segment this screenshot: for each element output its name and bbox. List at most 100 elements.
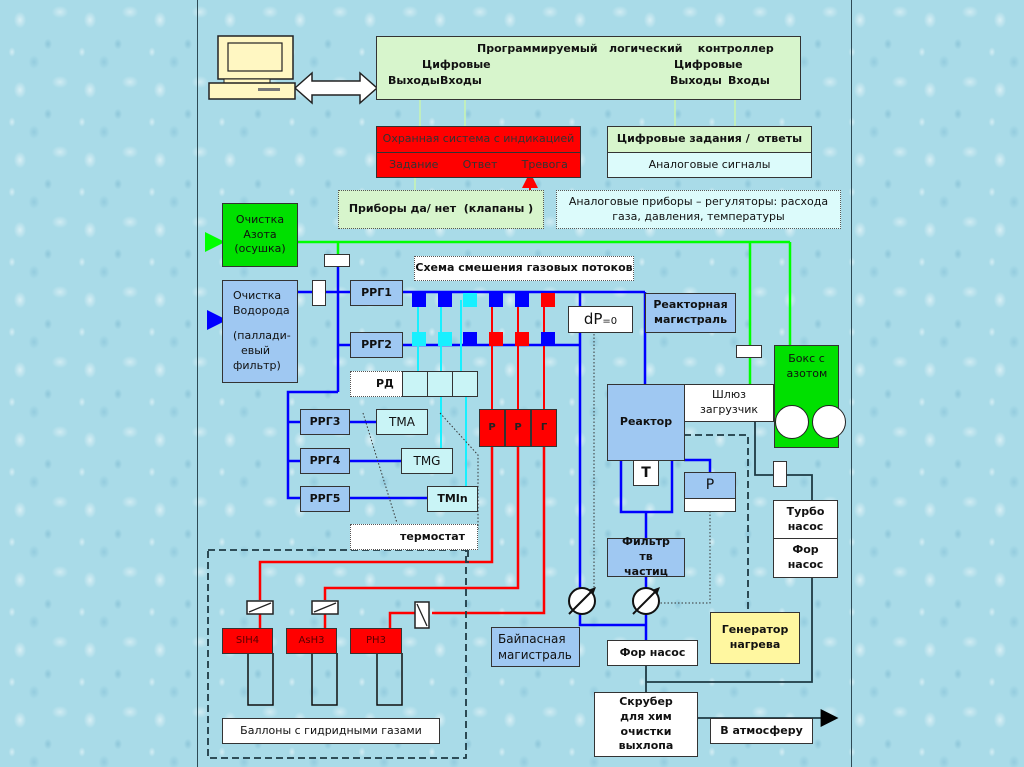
heater-box: Генератор нагрева [710,612,800,664]
plc-left-outputs: Выходы [388,74,440,87]
alarm-system-title: Охранная система с индикацией [376,126,581,153]
plc-right-inputs: Входы [728,74,770,87]
mixing-valve-red [489,332,503,346]
reactor-to-p [684,458,712,472]
hydride-regulator: Р [479,409,505,447]
temperature-box: Т [633,460,659,486]
dp-box: dP=0 [568,306,633,333]
scrubber-box: Скрубер для хим очистки выхлопа [594,692,698,757]
fore-pump-right-box: Фор насос [773,538,838,578]
hp-line1: Очистка [233,289,282,303]
glove-port-left [775,405,809,439]
pressure-regulator-label: РД [376,376,394,390]
hydride-regulator: Г [531,409,557,447]
slide-border-right [851,0,852,767]
plc-box [376,36,801,100]
glove-port-right [812,405,846,439]
rd-cell [427,371,453,397]
pressure-label: Р [705,477,715,494]
hydride-regulator: Р [505,409,531,447]
mixing-valve-cyan [463,293,477,307]
mixing-valve-red [515,332,529,346]
turbo-exhaust [646,578,813,683]
loadlock-to-pump [754,420,773,476]
cylinder-ph3: PH3 [350,628,402,654]
mixing-valve-blue [541,332,555,346]
signal-lines [414,100,736,190]
alarm-task: Задание [389,157,439,171]
mfc-rrg5: РРГ5 [300,486,350,512]
valves-devices-box: Приборы да/ нет (клапаны ) [338,190,544,229]
analog-devices-box: Аналоговые приборы – регуляторы: расхода… [556,190,841,229]
hp-line3: (паллади- [233,329,291,343]
bypass-line-box: Байпасная магистраль [491,627,580,667]
reactor-box: Реактор [607,384,685,461]
mixing-scheme-label: Схема смешения газовых потоков [414,256,634,281]
rd-cell [402,371,428,397]
atmosphere-box: В атмосферу [710,718,813,744]
mixing-valve-blue [412,293,426,307]
thermostat-box: термостат [350,524,478,550]
cylinder-cabinet [207,549,467,759]
rrg-bus-left [286,390,338,500]
hydride-lines [258,447,546,628]
loadlock-box: Шлюз загрузчик [684,384,774,422]
thermostat-label: термостат [400,529,465,543]
dp-label: dP [583,310,603,329]
analog-signals-box: Аналоговые сигналы [607,152,812,178]
mixing-valve-blue [489,293,503,307]
bubbler-tma: TMA [376,409,428,435]
bypass-pump-icon [568,587,596,615]
sih4-line [258,447,494,600]
plc-right-group: Цифровые [674,58,743,71]
pressure-lower [685,498,735,511]
plc-left-group: Цифровые [422,58,491,71]
hydrogen-purification-box: Очистка Водорода (паллади- евый фильтр) [222,280,298,383]
alarm-system-signals: Задание Ответ Тревога [376,152,581,178]
mixing-valve-red [541,293,555,307]
bubbler-tmg: TMG [401,448,453,474]
turbo-pump-box: Турбо насос [773,500,838,539]
exhaust-valve [773,461,787,487]
cylinders-caption: Баллоны с гидридными газами [222,718,440,744]
hp-line2: Водорода [233,304,290,318]
glovebox-label: Бокс с азотом [786,352,828,380]
pressure-box: Р [684,472,736,512]
mixing-valve-cyan [412,332,426,346]
nitrogen-lines [205,232,792,384]
reactor-pump-icon [632,587,660,615]
fore-pump-box: Фор насос [607,640,698,666]
alarm-answer: Ответ [462,157,498,171]
slide-border-left [197,0,198,767]
rd-cell [452,371,478,397]
nitrogen-valve [324,254,350,267]
nitrogen-purification-box: Очистка Азота (осушка) [222,203,298,267]
hp-line4: евый [241,343,271,357]
hp-line5: фильтр) [233,358,281,372]
mfc-rrg3: РРГ3 [300,409,350,435]
mixing-valve-blue [515,293,529,307]
p-control-line [658,511,711,604]
alarm-alarm: Тревога [521,157,568,171]
particle-filter-box: Фильтр тв частиц [607,535,685,578]
plc-right-outputs: Выходы [670,74,722,87]
digital-tasks-box: Цифровые задания / ответы [607,126,812,153]
cylinder-sih4: SIH4 [222,628,273,654]
hydrogen-valve [312,280,326,306]
plc-left-inputs: Входы [440,74,482,87]
mixing-valve-blue [463,332,477,346]
ph3-line [432,447,546,615]
thermostat-line [439,412,479,530]
heater-link [684,434,749,612]
mfc-rrg4: РРГ4 [300,448,350,474]
mfc-rrg2: РРГ2 [350,332,403,358]
ph3-line-in [388,611,415,628]
bubbler-tmin: TMIn [427,486,478,512]
mixing-valve-blue [438,293,452,307]
to-turbo [787,474,813,500]
mfc-rrg1: РРГ1 [350,280,403,306]
loadlock-valve [736,345,762,358]
reactor-line-box: Реакторная магистраль [645,293,736,333]
computer-plc-arrow [293,71,379,105]
